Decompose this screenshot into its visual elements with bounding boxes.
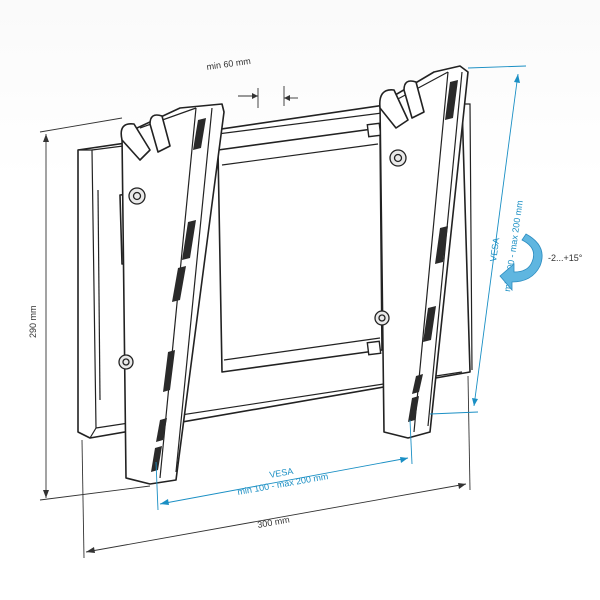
min-gap-label: min 60 mm (206, 56, 251, 72)
vesa-horizontal-title: VESA (269, 466, 294, 480)
left-arm-bracket (118, 103, 225, 485)
vesa-horizontal: VESA min 100 - max 200 mm (155, 419, 413, 511)
height-label: 290 mm (28, 305, 38, 338)
vesa-vertical-title: VESA (488, 237, 501, 262)
dimension-height: 290 mm (28, 117, 151, 501)
dimension-min-gap: min 60 mm (206, 56, 298, 108)
tilt-arrow-icon (499, 233, 543, 292)
tilt-indicator: -2...+15° (499, 233, 583, 292)
width-label: 300 mm (257, 514, 291, 529)
right-arm-bracket (374, 65, 469, 439)
tilt-label: -2...+15° (548, 253, 583, 263)
